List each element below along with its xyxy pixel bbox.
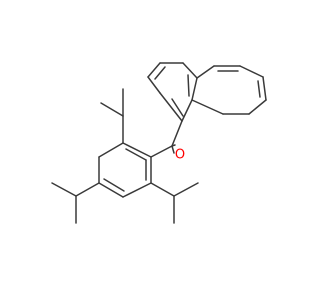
aryl-double-bond [125, 148, 147, 161]
naphthyl-bond [248, 99, 267, 115]
naphthyl-bond [191, 99, 224, 115]
naphthyl-bond [239, 65, 264, 78]
molecule-structure: O [0, 0, 300, 300]
bond-carbonyl-to-naphthyl [171, 120, 183, 147]
aryl-bond [98, 182, 124, 198]
carbonyl-double-bond [171, 145, 175, 154]
naphthyl-double-bond [154, 66, 166, 80]
naphthyl-bond [262, 76, 267, 101]
naphthyl-bond [191, 77, 198, 101]
naphthyl-bond [196, 65, 215, 79]
bond-lines [51, 62, 267, 224]
oxygen-atom-label: O [175, 148, 185, 163]
aryl-bond [122, 182, 152, 198]
naphthyl-double-bond [171, 98, 184, 117]
naphthyl-bond [147, 76, 161, 94]
isopropyl-bond [75, 182, 100, 197]
naphthyl-double-bond [187, 74, 190, 97]
aryl-double-bond [103, 178, 125, 192]
naphthyl-bond [159, 92, 183, 122]
bond-carbonyl-to-aryl [150, 145, 173, 158]
isopropyl-bond [51, 182, 77, 197]
aryl-bond [122, 142, 152, 158]
isopropyl-bond [150, 182, 175, 197]
naphthyl-double-bond [257, 80, 261, 98]
aryl-bond [98, 142, 124, 158]
naphthyl-bond [182, 62, 198, 79]
isopropyl-bond [100, 102, 124, 117]
naphthyl-bond [147, 62, 161, 78]
naphthyl-bond [181, 99, 193, 122]
isopropyl-bond [173, 182, 199, 197]
background [0, 0, 300, 300]
